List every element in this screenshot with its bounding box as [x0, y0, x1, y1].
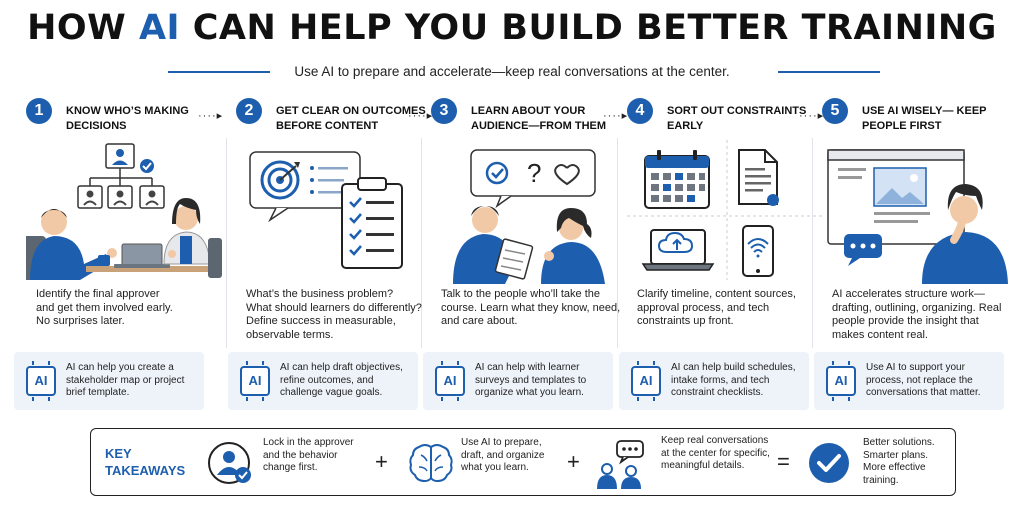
- column-divider: [812, 138, 813, 348]
- column-divider: [421, 138, 422, 348]
- ai-chip-icon: AI: [435, 361, 465, 401]
- ai-tip-box: AI AI can help build schedules, intake f…: [619, 352, 809, 410]
- ai-tip-box: AI AI can help you create a stakeholder …: [14, 352, 204, 410]
- step-heading: GET CLEAR ON OUTCOMES BEFORE CONTENT: [276, 105, 426, 132]
- subtitle-row: Use AI to prepare and accelerate—keep re…: [0, 64, 1024, 80]
- plus-sign: +: [567, 449, 580, 474]
- ai-tip-box: AI AI can help draft objectives, refine …: [228, 352, 418, 410]
- step-description: AI accelerates structure work—drafting, …: [832, 288, 1002, 341]
- step-arrow: ····▸: [408, 110, 434, 122]
- takeaway-3: Keep real conversations at the center fo…: [661, 435, 770, 471]
- ai-chip-icon: AI: [240, 361, 270, 401]
- step-description: What’s the business problem? What should…: [246, 288, 422, 341]
- clipboard-checklist-icon: [236, 140, 432, 284]
- step-description: Clarify timeline, content sources, appro…: [637, 288, 796, 327]
- step-number: 1: [26, 98, 52, 124]
- ai-tip-box: AI AI can help with learner surveys and …: [423, 352, 613, 410]
- step-description: Talk to the people who’ll take the cours…: [441, 288, 621, 327]
- brain-icon: [407, 439, 455, 487]
- ai-chip-icon: AI: [26, 361, 56, 401]
- step-heading: USE AI WISELY— KEEP PEOPLE FIRST: [862, 105, 987, 132]
- speech-bubble-icon: ?: [431, 140, 627, 284]
- equals-sign: =: [777, 449, 790, 474]
- plus-sign: +: [375, 449, 388, 474]
- step-arrow: ····▸: [799, 110, 825, 122]
- ai-chip-icon: AI: [826, 361, 856, 401]
- document-icon: [627, 140, 823, 284]
- target-icon: [236, 140, 432, 284]
- cloud-laptop-icon: [627, 140, 823, 284]
- page-title: HOW AI CAN HELP YOU BUILD BETTER TRAININ…: [27, 8, 997, 48]
- step-number: 5: [822, 98, 848, 124]
- column-divider: [617, 138, 618, 348]
- step-number: 4: [627, 98, 653, 124]
- ai-tip-text: AI can help with learner surveys and tem…: [475, 362, 587, 398]
- ai-tip-text: AI can help you create a stakeholder map…: [66, 362, 185, 398]
- ai-chip-icon: AI: [631, 361, 661, 401]
- step-number: 3: [431, 98, 457, 124]
- step-4: 4 SORT OUT CONSTRAINTS EARLY: [627, 98, 823, 416]
- column-divider: [226, 138, 227, 348]
- step-description: Identify the final approver and get them…: [36, 288, 173, 327]
- step-number: 2: [236, 98, 262, 124]
- ai-tip-box: AI Use AI to support your process, not r…: [814, 352, 1004, 410]
- checkmark-circle-icon: [807, 439, 855, 487]
- step-5: 5 USE AI WISELY— KEEP PEOPLE FIRST AI ac…: [822, 98, 1018, 416]
- subtitle-rule-left: [168, 71, 270, 73]
- key-takeaways-label: KEY TAKEAWAYS: [105, 446, 186, 478]
- step-arrow: ····▸: [603, 110, 629, 122]
- ai-tip-text: AI can help build schedules, intake form…: [671, 362, 796, 398]
- svg-text:?: ?: [527, 158, 541, 188]
- person-check-icon: [207, 439, 255, 487]
- decision-makers-icon: [16, 140, 222, 284]
- step-heading: KNOW WHO’S MAKING DECISIONS: [66, 105, 189, 132]
- ai-tip-text: Use AI to support your process, not repl…: [866, 362, 981, 398]
- people-conversation-icon: [593, 439, 644, 489]
- phone-wifi-icon: [627, 140, 823, 284]
- step-heading: SORT OUT CONSTRAINTS EARLY: [667, 105, 807, 132]
- subtitle-rule-right: [778, 71, 880, 73]
- step-1: 1 KNOW WHO’S MAKING DECISIONS: [16, 98, 222, 416]
- calendar-icon: [627, 140, 823, 284]
- takeaway-4: Better solutions. Smarter plans. More ef…: [863, 437, 935, 486]
- takeaway-2: Use AI to prepare, draft, and organize w…: [461, 437, 545, 473]
- step-2: 2 GET CLEAR ON OUTCOMES BEFORE CONTENT W…: [236, 98, 432, 416]
- step-3: 3 LEARN ABOUT YOUR AUDIENCE—FROM THEM ? …: [431, 98, 627, 416]
- browser-image-icon: [822, 140, 1018, 284]
- takeaway-1: Lock in the approver and the behavior ch…: [263, 437, 354, 473]
- step-arrow: ····▸: [198, 110, 224, 122]
- subtitle: Use AI to prepare and accelerate—keep re…: [0, 64, 1024, 79]
- key-takeaways-box: KEY TAKEAWAYS Lock in the approver and t…: [90, 428, 956, 496]
- step-heading: LEARN ABOUT YOUR AUDIENCE—FROM THEM: [471, 105, 607, 132]
- ai-tip-text: AI can help draft objectives, refine out…: [280, 362, 403, 398]
